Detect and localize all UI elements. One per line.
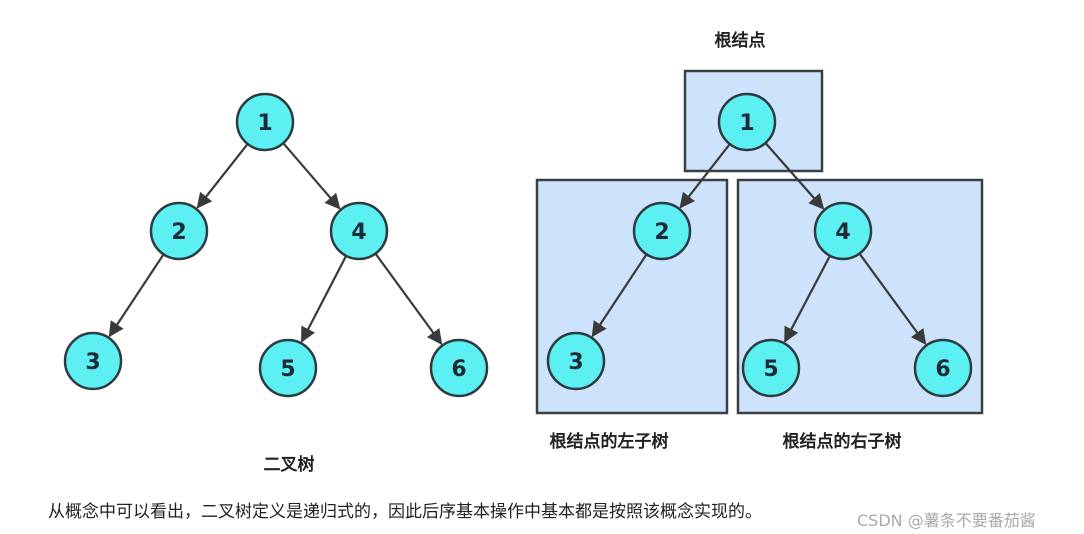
left-node-6 (429, 338, 489, 398)
right-node-label-4: 4 (835, 220, 850, 245)
right-node-label-3: 3 (568, 350, 583, 375)
left-edge-1-2 (196, 143, 249, 209)
right-tree-edges (591, 142, 927, 346)
left-node-1 (235, 92, 295, 152)
right-edge-1-2 (679, 143, 731, 209)
description-text: 从概念中可以看出，二叉树定义是递归式的，因此后序基本操作中基本都是按照该概念实现… (48, 502, 762, 522)
right-node-5 (741, 338, 801, 398)
left-subtree-caption: 根结点的左子树 (550, 431, 669, 452)
right-node-6 (913, 338, 973, 398)
left-edge-4-6 (374, 252, 443, 346)
right-edge-2-3 (591, 253, 648, 338)
left-node-3 (63, 331, 123, 391)
left-tree-nodes: 1 2 4 3 5 6 (63, 92, 489, 398)
right-node-2 (632, 201, 692, 261)
left-edge-2-3 (108, 253, 165, 338)
right-tree-nodes: 1 2 4 3 5 6 (546, 92, 973, 398)
left-tree-edges (108, 142, 443, 346)
left-node-label-6: 6 (451, 357, 466, 382)
right-node-label-6: 6 (935, 357, 950, 382)
left-node-4 (329, 201, 389, 261)
left-node-5 (258, 338, 318, 398)
right-subtree-caption: 根结点的右子树 (783, 431, 902, 452)
left-tree-title: 二叉树 (264, 455, 315, 475)
right-node-4 (813, 201, 873, 261)
right-node-label-1: 1 (739, 111, 754, 136)
right-edge-1-4 (764, 142, 825, 210)
right-node-1 (717, 92, 777, 152)
left-edge-1-4 (282, 142, 341, 210)
left-node-label-2: 2 (171, 220, 186, 245)
left-node-label-1: 1 (257, 111, 272, 136)
left-node-label-4: 4 (351, 220, 366, 245)
root-caption: 根结点 (715, 30, 766, 51)
left-node-2 (149, 201, 209, 261)
watermark: CSDN @薯条不要番茄酱 (857, 511, 1036, 530)
left-node-label-5: 5 (280, 357, 295, 382)
right-edge-4-6 (858, 252, 927, 346)
right-edge-4-5 (783, 255, 831, 343)
right-node-3 (546, 331, 606, 391)
left-node-label-3: 3 (85, 350, 100, 375)
left-edge-4-5 (300, 255, 348, 343)
right-node-label-5: 5 (763, 357, 778, 382)
right-node-label-2: 2 (654, 220, 669, 245)
